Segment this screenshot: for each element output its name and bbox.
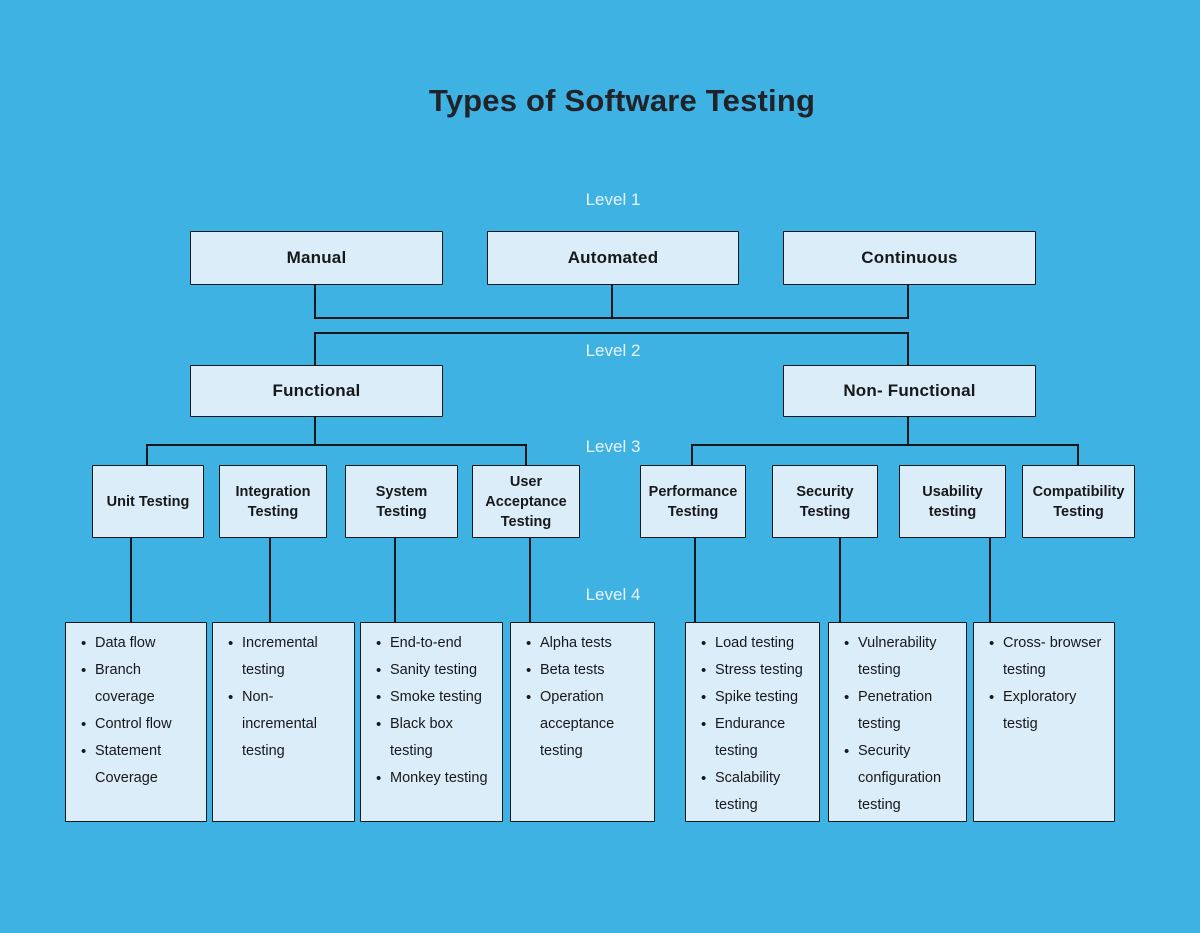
list-item: Beta tests xyxy=(523,657,646,684)
bullet-list: Alpha tests Beta tests Operation accepta… xyxy=(511,630,646,765)
list-item: Spike testing xyxy=(698,684,811,711)
connector-usability-down xyxy=(989,537,991,623)
bullet-list: Incremental testing Non-incremental test… xyxy=(213,630,346,765)
level4-details-security-testing: Vulnerability testing Penetration testin… xyxy=(828,622,967,822)
level4-details-unit-testing: Data flow Branch coverage Control flow S… xyxy=(65,622,207,822)
connector-performance-down xyxy=(694,537,696,623)
connector-functional-up-stub xyxy=(314,332,316,366)
connector-compatibility-stub xyxy=(1077,444,1079,466)
list-item: Control flow xyxy=(78,711,198,738)
level3-box-user-acceptance-testing: User Acceptance Testing xyxy=(472,465,580,538)
level3-box-compatibility-testing: Compatibility Testing xyxy=(1022,465,1135,538)
connector-user-acceptance-down xyxy=(529,537,531,623)
connector-manual-down xyxy=(314,284,316,319)
diagram-title: Types of Software Testing xyxy=(428,83,816,118)
list-item: Scalability testing xyxy=(698,765,811,819)
bullet-list: Data flow Branch coverage Control flow S… xyxy=(66,630,198,792)
list-item: Cross- browser testing xyxy=(986,630,1106,684)
connector-integration-down xyxy=(269,537,271,623)
level1-box-automated: Automated xyxy=(487,231,739,285)
bullet-list: End-to-end Sanity testing Smoke testing … xyxy=(361,630,494,792)
connector-performance-stub xyxy=(691,444,693,466)
list-item: Stress testing xyxy=(698,657,811,684)
list-item: Operation acceptance testing xyxy=(523,684,646,765)
level4-details-system-testing: End-to-end Sanity testing Smoke testing … xyxy=(360,622,503,822)
list-item: Smoke testing xyxy=(373,684,494,711)
level1-box-manual: Manual xyxy=(190,231,443,285)
list-item: Vulnerability testing xyxy=(841,630,958,684)
list-item: Black box testing xyxy=(373,711,494,765)
level1-box-continuous: Continuous xyxy=(783,231,1036,285)
connector-user-acceptance-stub xyxy=(525,444,527,466)
level4-details-user-acceptance-testing: Alpha tests Beta tests Operation accepta… xyxy=(510,622,655,822)
list-item: Load testing xyxy=(698,630,811,657)
list-item: Data flow xyxy=(78,630,198,657)
level-3-label: Level 3 xyxy=(585,437,641,456)
list-item: Security configuration testing xyxy=(841,738,958,819)
connector-unit-down xyxy=(130,537,132,623)
level4-details-usability-compatibility: Cross- browser testing Exploratory testi… xyxy=(973,622,1115,822)
level3-box-security-testing: Security Testing xyxy=(772,465,878,538)
connector-functional-down xyxy=(314,416,316,446)
list-item: Non-incremental testing xyxy=(225,684,346,765)
level3-box-system-testing: System Testing xyxy=(345,465,458,538)
connector-system-down xyxy=(394,537,396,623)
list-item: Exploratory testig xyxy=(986,684,1106,738)
connector-non-functional-up-stub xyxy=(907,332,909,366)
connector-non-functional-bus xyxy=(691,444,1079,446)
list-item: Penetration testing xyxy=(841,684,958,738)
list-item: Branch coverage xyxy=(78,657,198,711)
level2-box-non-functional: Non- Functional xyxy=(783,365,1036,417)
list-item: End-to-end xyxy=(373,630,494,657)
level-1-label: Level 1 xyxy=(585,190,641,209)
bullet-list: Vulnerability testing Penetration testin… xyxy=(829,630,958,819)
list-item: Sanity testing xyxy=(373,657,494,684)
list-item: Incremental testing xyxy=(225,630,346,684)
level3-box-integration-testing: Integration Testing xyxy=(219,465,327,538)
connector-non-functional-down xyxy=(907,416,909,446)
level3-box-performance-testing: Performance Testing xyxy=(640,465,746,538)
list-item: Endurance testing xyxy=(698,711,811,765)
connector-automated-down xyxy=(611,284,613,319)
connector-continuous-down xyxy=(907,284,909,319)
connector-functional-bus xyxy=(146,444,527,446)
level3-box-unit-testing: Unit Testing xyxy=(92,465,204,538)
list-item: Monkey testing xyxy=(373,765,494,792)
level4-details-performance-testing: Load testing Stress testing Spike testin… xyxy=(685,622,820,822)
level2-box-functional: Functional xyxy=(190,365,443,417)
bullet-list: Cross- browser testing Exploratory testi… xyxy=(974,630,1106,738)
connector-security-down xyxy=(839,537,841,623)
connector-level2-bus xyxy=(314,332,909,334)
bullet-list: Load testing Stress testing Spike testin… xyxy=(686,630,811,819)
level3-box-usability-testing: Usability testing xyxy=(899,465,1006,538)
connector-unit-stub xyxy=(146,444,148,466)
list-item: Statement Coverage xyxy=(78,738,198,792)
list-item: Alpha tests xyxy=(523,630,646,657)
level4-details-integration-testing: Incremental testing Non-incremental test… xyxy=(212,622,355,822)
level-4-label: Level 4 xyxy=(585,585,641,604)
level-2-label: Level 2 xyxy=(585,341,641,360)
connector-level1-bus xyxy=(314,317,909,319)
